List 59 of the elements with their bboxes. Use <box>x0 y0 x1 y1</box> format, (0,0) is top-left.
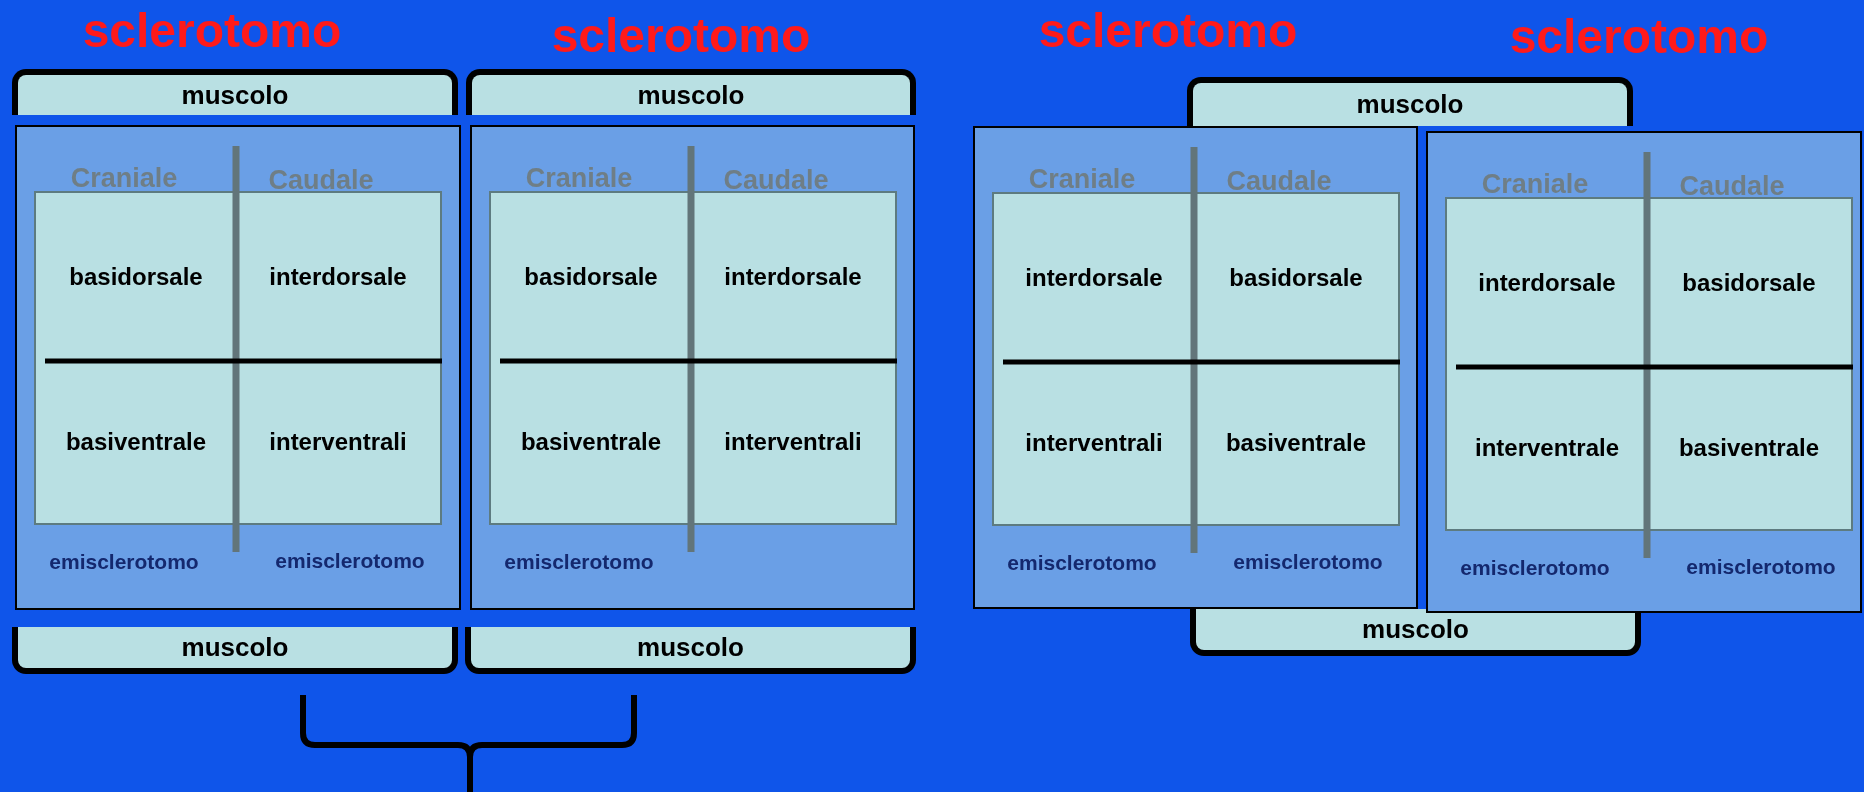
quadrant-label: interdorsale <box>724 263 862 291</box>
quadrant-label: basiventrale <box>1678 434 1820 462</box>
muscle-label: muscolo <box>181 632 289 663</box>
muscle-label: muscolo <box>637 79 745 111</box>
quadrant-label: basidorsale <box>524 263 658 291</box>
sclerotome-title: sclerotomo <box>551 7 811 63</box>
muscle-label: muscolo <box>181 79 289 111</box>
direction-label: Craniale <box>525 162 633 194</box>
quadrant <box>1445 197 1647 367</box>
muscle-band <box>466 69 916 115</box>
quadrant <box>1445 367 1647 531</box>
quadrant <box>992 192 1194 362</box>
quadrant-label: interdorsale <box>1478 269 1616 297</box>
quadrant <box>34 361 236 525</box>
muscle-band <box>12 627 458 674</box>
direction-label: Craniale <box>70 162 178 194</box>
quadrant-label: interdorsale <box>269 263 407 291</box>
quadrant <box>489 191 691 361</box>
sclerotome-title: sclerotomo <box>1038 2 1298 58</box>
quadrant-label: basiventrale <box>65 428 207 456</box>
sclerotome-panel <box>1426 131 1862 613</box>
quadrant-label: interventrali <box>269 428 407 456</box>
quadrant-label: basidorsale <box>1682 269 1816 297</box>
quadrant <box>992 362 1194 526</box>
quadrant-label: basiventrale <box>520 428 662 456</box>
hemisclerotome-label: emisclerotomo <box>504 550 654 574</box>
direction-label: Caudale <box>1679 170 1785 202</box>
direction-label: Caudale <box>723 164 829 196</box>
hemisclerotome-label: emisclerotomo <box>1460 556 1610 580</box>
quadrant-label: interventrali <box>1025 429 1163 457</box>
sclerotome-panel <box>15 125 461 610</box>
muscle-band <box>12 69 458 115</box>
direction-label: Caudale <box>268 164 374 196</box>
muscle-band <box>1190 609 1641 656</box>
sclerotome-title: sclerotomo <box>82 2 342 58</box>
hemisclerotome-label: emisclerotomo <box>275 549 425 573</box>
muscle-label: muscolo <box>637 632 744 663</box>
direction-label: Craniale <box>1481 168 1589 200</box>
quadrant-label: interventrale <box>1474 434 1620 462</box>
quadrant-label: interventrali <box>724 428 862 456</box>
quadrant-label: basidorsale <box>69 263 203 291</box>
sclerotome-panel <box>470 125 915 610</box>
muscle-label: muscolo <box>1356 89 1464 120</box>
hemisclerotome-label: emisclerotomo <box>1233 550 1383 574</box>
muscle-band <box>465 627 916 674</box>
hemisclerotome-label: emisclerotomo <box>1686 555 1836 579</box>
muscle-band <box>1187 77 1633 126</box>
direction-label: Craniale <box>1028 163 1136 195</box>
hemisclerotome-label: emisclerotomo <box>49 550 199 574</box>
quadrant <box>489 361 691 525</box>
quadrant-label: basidorsale <box>1229 264 1363 292</box>
hemisclerotome-label: emisclerotomo <box>1007 551 1157 575</box>
quadrant-label: basiventrale <box>1225 429 1367 457</box>
sclerotome-title: sclerotomo <box>1509 8 1769 64</box>
sclerotome-panel <box>973 126 1418 609</box>
quadrant-label: interdorsale <box>1025 264 1163 292</box>
quadrant <box>34 191 236 361</box>
muscle-label: muscolo <box>1362 614 1469 645</box>
direction-label: Caudale <box>1226 165 1332 197</box>
